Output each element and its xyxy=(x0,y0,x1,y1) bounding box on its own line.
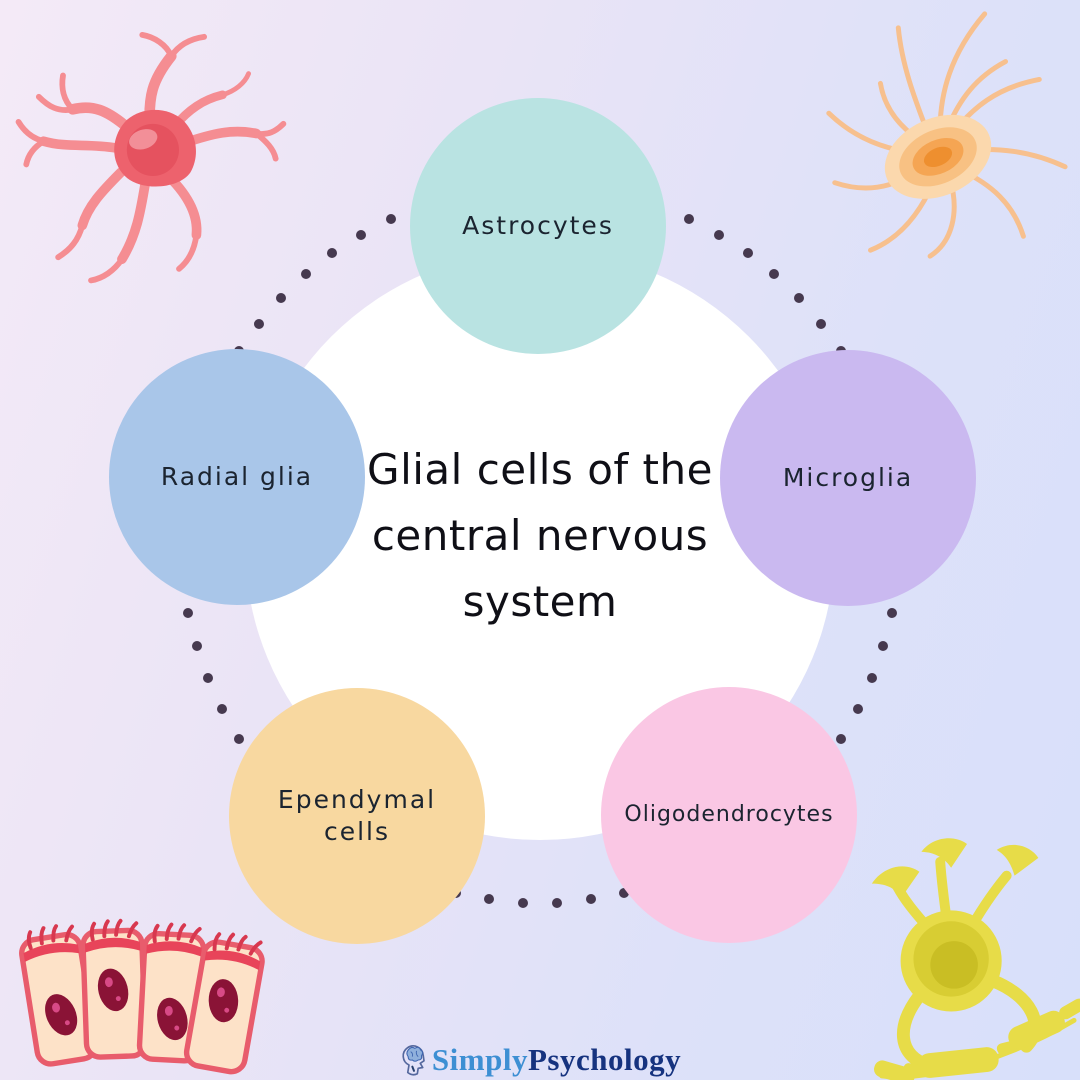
cell-label-oligodendrocytes: Oligodendrocytes xyxy=(624,801,834,827)
ring-dot xyxy=(517,897,528,908)
cell-label-microglia: Microglia xyxy=(782,462,914,492)
cell-circle-astrocytes: Astrocytes xyxy=(410,98,666,354)
cell-label-ependymal: Ependymal cells xyxy=(277,784,437,847)
ring-dot xyxy=(356,229,366,240)
ependymal-epithelium-icon xyxy=(19,918,265,1075)
ring-dot xyxy=(742,248,753,259)
red-neuron-icon xyxy=(15,32,287,284)
orange-astrocyte-icon xyxy=(826,11,1068,259)
ring-dot xyxy=(886,607,897,618)
ring-dot xyxy=(183,607,194,618)
brand-name-psychology: Psychology xyxy=(527,1042,682,1077)
diagram-title: Glial cells of the central nervous syste… xyxy=(250,437,830,635)
ring-dot xyxy=(714,229,724,240)
ring-dot xyxy=(300,269,311,280)
ring-dot xyxy=(769,269,780,280)
ring-dot xyxy=(878,640,889,651)
ring-dot xyxy=(867,673,878,684)
ring-dot xyxy=(816,318,827,329)
cell-circle-radial-glia: Radial glia xyxy=(109,349,365,605)
title-line-1: Glial cells of the xyxy=(367,445,713,494)
ring-dot xyxy=(275,292,286,303)
cell-circle-oligodendrocytes: Oligodendrocytes xyxy=(601,687,857,943)
ring-dot xyxy=(552,897,563,908)
yellow-oligodendrocyte-icon xyxy=(871,838,1080,1080)
ring-dot xyxy=(327,248,338,259)
ring-dot xyxy=(836,733,847,744)
ring-dot xyxy=(683,214,694,225)
cell-circle-ependymal: Ependymal cells xyxy=(229,688,485,944)
cell-label-astrocytes: Astrocytes xyxy=(462,210,614,240)
cell-circle-microglia: Microglia xyxy=(720,350,976,606)
head-brain-icon xyxy=(402,1045,425,1076)
brand-name-simply: Simply xyxy=(431,1042,528,1077)
ring-dot xyxy=(853,704,864,715)
ring-dot xyxy=(233,733,244,744)
ring-dot xyxy=(202,673,213,684)
ring-dot xyxy=(794,292,805,303)
ring-dot xyxy=(585,894,596,905)
ring-dot xyxy=(619,887,630,898)
cell-label-radial-glia: Radial glia xyxy=(160,461,314,491)
ring-dot xyxy=(216,704,227,715)
ring-dot xyxy=(386,214,397,225)
ring-dot xyxy=(191,640,202,651)
ring-dot xyxy=(253,318,264,329)
title-line-2: central nervous xyxy=(371,511,709,560)
title-line-3: system xyxy=(462,577,618,626)
ring-dot xyxy=(484,894,495,905)
